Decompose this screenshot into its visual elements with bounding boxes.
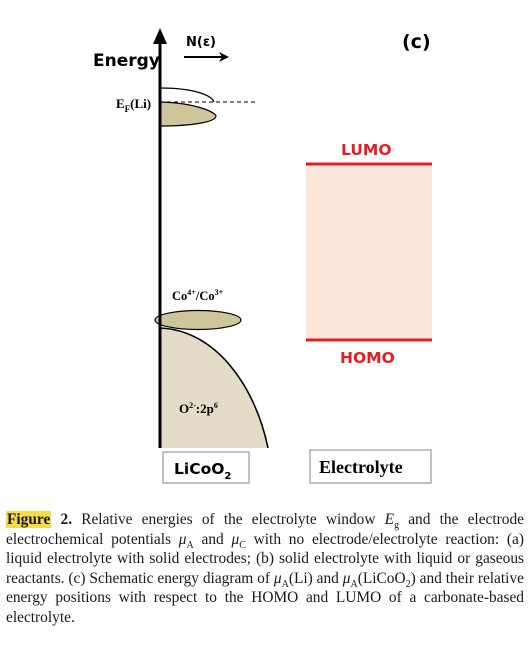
- caption-text-3: and: [193, 530, 232, 548]
- caption-text-5: (Li) and: [288, 569, 343, 587]
- electrolyte-box: [309, 449, 432, 484]
- homo-label: HOMO: [340, 349, 395, 367]
- dos-label: N(ε): [186, 35, 216, 50]
- figure-number: 2.: [60, 511, 73, 528]
- energy-axis-arrowhead: [153, 28, 167, 44]
- fermi-level-label: EF(Li): [116, 96, 151, 114]
- panel-label: (c): [402, 31, 431, 53]
- caption-licoo2-sub: 2: [405, 578, 411, 590]
- electrolyte-window: [306, 164, 432, 340]
- electrolyte-box-label: Electrolyte: [319, 457, 403, 477]
- licoo2-box: [162, 451, 250, 484]
- li-band-filled: [159, 101, 217, 127]
- caption-mu-a-licoo2: μ: [342, 569, 351, 587]
- licoo2-box-label: LiCoO2: [174, 460, 231, 482]
- caption-text-1: Relative energies of the electrolyte win…: [72, 511, 385, 528]
- cobalt-band: [154, 309, 242, 331]
- caption-mu-a: μ: [178, 530, 187, 548]
- energy-axis-label: Energy: [93, 51, 160, 71]
- li-band-empty: [159, 87, 215, 103]
- caption-mu-a-li-sub: A: [281, 578, 289, 590]
- figure-caption: Figure 2. Relative energies of the elect…: [6, 510, 524, 628]
- oxygen-2p-band-edge: [159, 327, 269, 449]
- caption-text-6: (LiCoO: [357, 569, 406, 587]
- caption-text-2: and the electrode electrochemical potent…: [6, 511, 524, 548]
- caption-mu-a-li: μ: [273, 569, 282, 587]
- cobalt-band-label: Co4+/Co3+: [172, 288, 224, 303]
- caption-mu-a-sub: A: [186, 539, 194, 551]
- energy-diagram: Energy N(ε) (c) EF(Li) Co4+/Co3+ O2-:2p6…: [93, 28, 432, 484]
- caption-mu-c-sub: C: [239, 539, 246, 551]
- caption-mu-a-licoo2-sub: A: [350, 578, 358, 590]
- oxygen-2p-band: [160, 328, 268, 448]
- caption-eg: E: [384, 511, 395, 528]
- caption-text-7: ) and their relative energy positions wi…: [6, 569, 524, 626]
- caption-mu-c: μ: [231, 530, 240, 548]
- caption-eg-sub: g: [394, 520, 400, 532]
- lumo-label: LUMO: [341, 141, 392, 159]
- caption-text-4: with no electrode/electrolyte reaction: …: [6, 530, 524, 587]
- figure-label: Figure: [6, 511, 52, 528]
- oxygen-band-label: O2-:2p6: [179, 401, 218, 416]
